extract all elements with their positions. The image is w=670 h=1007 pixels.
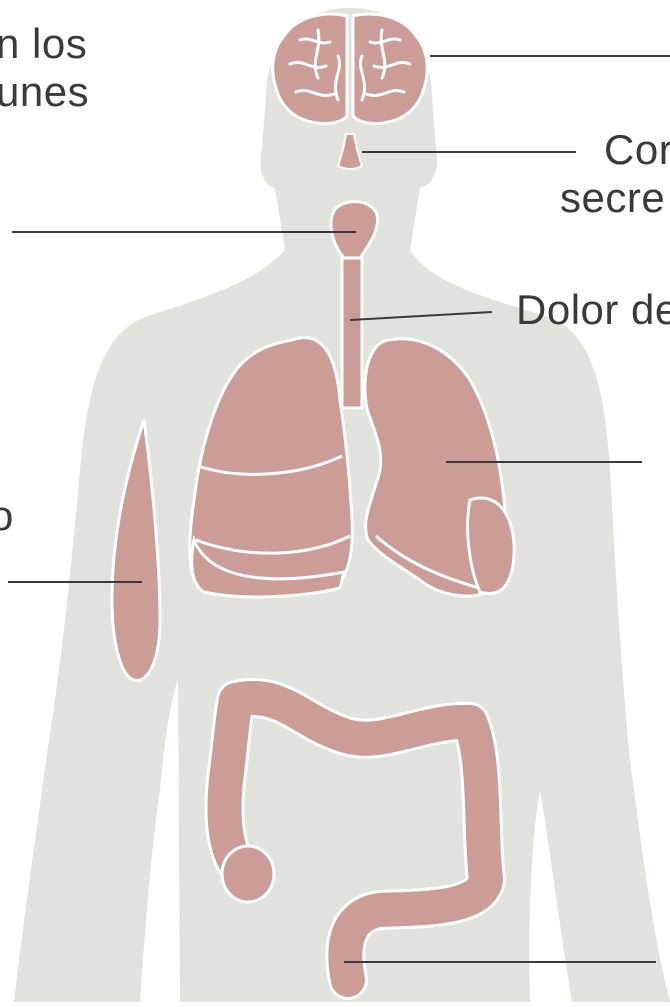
label-top-left-line-1: n los: [0, 20, 89, 68]
label-arm: o: [0, 492, 14, 540]
label-nose: Cor secre: [596, 126, 670, 222]
label-nose-line-2: secre: [560, 174, 670, 222]
label-nose-line-1: Cor: [596, 126, 670, 174]
trachea-icon: [342, 258, 362, 408]
label-throat: Dolor de: [516, 286, 670, 334]
label-top-left-line-2: unes: [0, 68, 89, 116]
intestine-appendix: [222, 846, 274, 902]
label-top-left: n los unes: [0, 20, 89, 116]
label-arm-line-1: o: [0, 492, 14, 540]
label-throat-line-1: Dolor de: [516, 286, 670, 334]
